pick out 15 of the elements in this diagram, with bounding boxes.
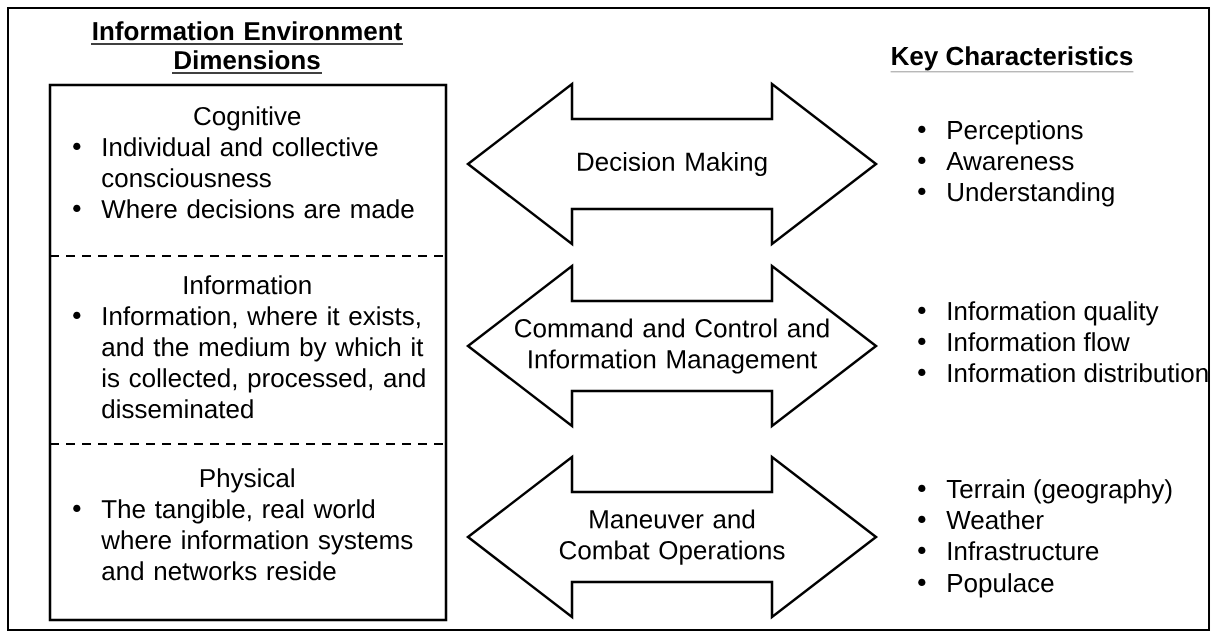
list-item: Information flow	[918, 332, 1130, 352]
column-heading: Information Environment Dimensions	[90, 21, 404, 74]
list-item: Populace	[918, 573, 1054, 598]
list-item: Information quality	[918, 301, 1159, 326]
list-item: Terrain (geography)	[918, 479, 1172, 504]
section-text: Physical The tangible, real world where information systems and networks reside	[73, 468, 413, 581]
list-item: Weather	[918, 510, 1044, 530]
list-item: Information distribution	[918, 363, 1208, 383]
list-item: Infrastructure	[918, 541, 1099, 561]
list-item: Understanding	[918, 182, 1114, 207]
section-text: Information Information, where it exists, and the medium by which it is collected, processed, and disseminated	[73, 275, 425, 419]
list-item: Awareness	[918, 152, 1074, 171]
list-item: Perceptions	[918, 120, 1083, 145]
column-heading: Key Characteristics	[890, 46, 1134, 72]
section-text: Cognitive Individual and collective consciousness Where decisions are made	[73, 106, 414, 219]
